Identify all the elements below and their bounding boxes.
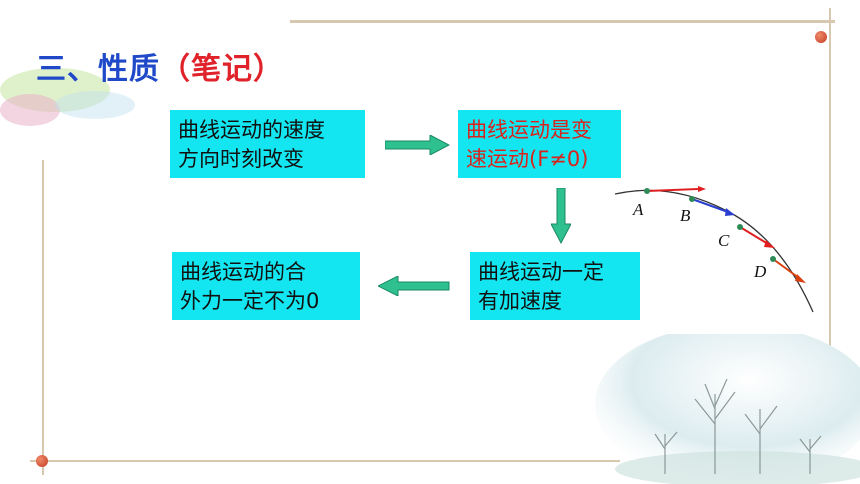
velocity-vector-a bbox=[646, 188, 699, 192]
box4-line1: 曲线运动的合 bbox=[180, 260, 306, 284]
point-b bbox=[689, 196, 695, 202]
box2-line1: 曲线运动是变 bbox=[466, 118, 592, 142]
frame-dot-bottom-left bbox=[36, 455, 48, 467]
concept-box-net-force: 曲线运动的合 外力一定不为0 bbox=[172, 252, 360, 320]
label-b: B bbox=[680, 206, 691, 225]
concept-box-velocity: 曲线运动的速度 方向时刻改变 bbox=[170, 110, 365, 178]
point-d bbox=[770, 256, 776, 262]
box1-line1: 曲线运动的速度 bbox=[178, 118, 325, 142]
velocity-vector-d bbox=[772, 258, 800, 279]
velocity-arrowhead-a bbox=[698, 186, 706, 192]
frame-bottom-line bbox=[30, 460, 620, 462]
box1-line2: 方向时刻改变 bbox=[178, 147, 304, 171]
title-prefix: 三、性质 bbox=[36, 52, 160, 87]
velocity-vector-b bbox=[691, 198, 729, 213]
concept-box-variable-motion: 曲线运动是变 速运动(F≠0) bbox=[458, 110, 621, 178]
right-arrow-icon bbox=[385, 135, 450, 155]
velocity-arrowhead-b bbox=[725, 208, 735, 216]
point-c bbox=[737, 224, 743, 230]
point-a bbox=[644, 188, 650, 194]
frame-top-line bbox=[290, 20, 835, 23]
page-title: 三、性质（笔记） bbox=[36, 44, 284, 88]
winter-trees-decoration bbox=[595, 334, 860, 484]
box3-line1: 曲线运动一定 bbox=[478, 260, 604, 284]
velocity-arrowhead-c bbox=[764, 240, 775, 248]
velocity-vector-c bbox=[739, 226, 769, 245]
frame-right-line bbox=[829, 8, 831, 348]
velocity-arrowhead-d bbox=[795, 274, 806, 283]
trajectory-curve bbox=[614, 189, 814, 313]
frame-dot-top-right bbox=[815, 31, 827, 43]
left-arrow-icon bbox=[378, 276, 450, 296]
box2-line2: 速运动(F≠0) bbox=[466, 147, 589, 171]
label-a: A bbox=[632, 200, 644, 219]
curved-motion-diagram: A B C D bbox=[614, 186, 814, 313]
down-arrow-icon bbox=[551, 188, 571, 244]
label-c: C bbox=[718, 231, 730, 250]
title-suffix: （笔记） bbox=[160, 52, 284, 87]
label-d: D bbox=[753, 262, 767, 281]
concept-box-acceleration: 曲线运动一定 有加速度 bbox=[470, 252, 640, 320]
frame-left-line bbox=[42, 160, 44, 475]
box3-line2: 有加速度 bbox=[478, 289, 562, 313]
leaf-decoration bbox=[0, 68, 135, 126]
box4-line2: 外力一定不为0 bbox=[180, 289, 320, 313]
